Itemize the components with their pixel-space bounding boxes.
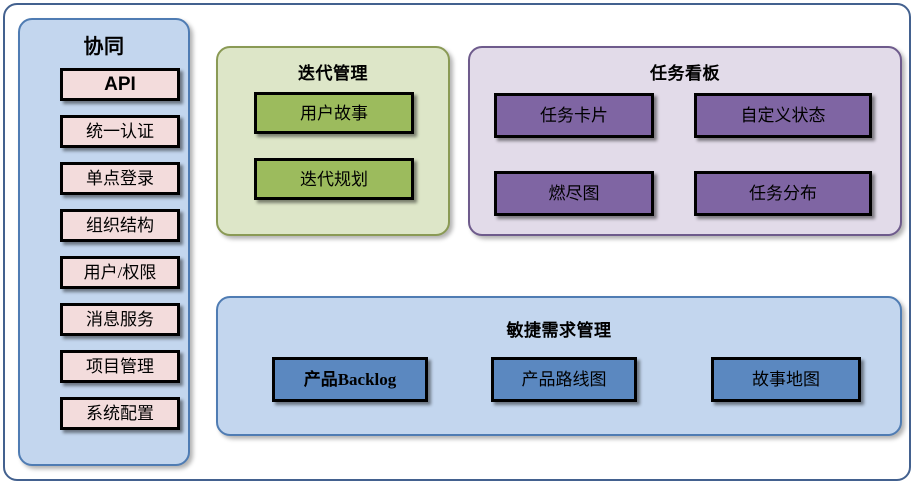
panel-collaboration: 协同 API 统一认证 单点登录 组织结构 用户/权限 消息服务 项目管理 系统… (18, 18, 190, 466)
agile-item-product-backlog[interactable]: 产品Backlog (272, 357, 428, 402)
panel-iteration-management: 迭代管理 用户故事 迭代规划 (216, 46, 450, 236)
collab-item-project-management[interactable]: 项目管理 (60, 350, 180, 383)
taskboard-item-burndown-chart[interactable]: 燃尽图 (494, 171, 654, 216)
taskboard-item-task-distribution[interactable]: 任务分布 (694, 171, 872, 216)
collab-item-system-config[interactable]: 系统配置 (60, 397, 180, 430)
collab-item-api[interactable]: API (60, 68, 180, 101)
collab-item-org-structure[interactable]: 组织结构 (60, 209, 180, 242)
collab-item-single-sign-on[interactable]: 单点登录 (60, 162, 180, 195)
agile-item-story-map[interactable]: 故事地图 (711, 357, 861, 402)
iteration-item-iteration-planning[interactable]: 迭代规划 (254, 158, 414, 200)
taskboard-item-custom-status[interactable]: 自定义状态 (694, 93, 872, 138)
agile-item-product-roadmap[interactable]: 产品路线图 (491, 357, 637, 402)
panel-agile-title: 敏捷需求管理 (506, 321, 612, 340)
outer-frame (3, 3, 911, 481)
panel-task-board-title: 任务看板 (650, 64, 720, 83)
taskboard-item-task-card[interactable]: 任务卡片 (494, 93, 654, 138)
collab-item-unified-auth[interactable]: 统一认证 (60, 115, 180, 148)
collab-item-user-permission[interactable]: 用户/权限 (60, 256, 180, 289)
panel-collaboration-title: 协同 (83, 36, 125, 58)
collab-item-message-service[interactable]: 消息服务 (60, 303, 180, 336)
panel-iteration-title: 迭代管理 (298, 64, 368, 83)
panel-task-board: 任务看板 任务卡片 自定义状态 燃尽图 任务分布 (468, 46, 902, 236)
panel-agile-requirement-management: 敏捷需求管理 产品Backlog 产品路线图 故事地图 (216, 296, 902, 436)
iteration-item-user-story[interactable]: 用户故事 (254, 92, 414, 134)
